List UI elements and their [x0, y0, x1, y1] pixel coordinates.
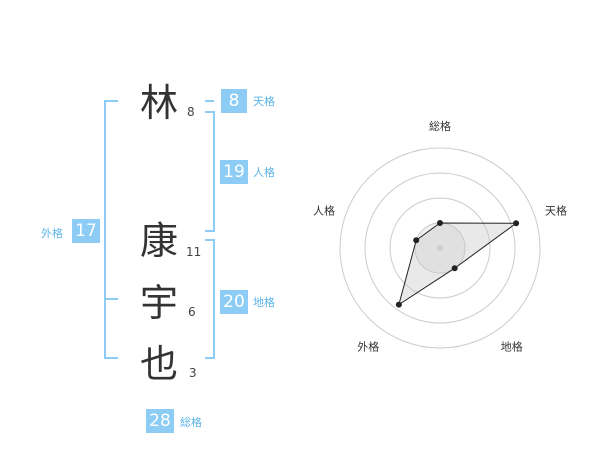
tenkaku-value: 8 — [221, 89, 247, 113]
radar-point-1 — [437, 220, 443, 226]
gaikaku-value: 17 — [72, 219, 100, 243]
radar-axis-label-2: 天格 — [545, 203, 567, 217]
name-char-3-strokes: 6 — [188, 305, 196, 319]
radar-ring-3 — [364, 172, 516, 324]
name-char-3: 宇 — [140, 281, 179, 325]
radar-point-4 — [395, 301, 402, 308]
tenkaku-label: 天格 — [253, 95, 275, 108]
chikaku-bracket — [205, 239, 215, 359]
name-char-2: 康 — [140, 219, 179, 263]
radar-point-2 — [513, 220, 520, 227]
gaikaku-bracket — [104, 100, 118, 359]
radar-axis-label-3: 地格 — [501, 340, 523, 354]
radar-ring-2 — [389, 197, 491, 299]
jinkaku-label: 人格 — [253, 166, 275, 179]
jinkaku-value: 19 — [220, 160, 248, 184]
radar-center-dot — [437, 245, 443, 251]
jinkaku-bracket — [205, 111, 215, 232]
radar-axis-label-5: 人格 — [313, 203, 335, 217]
name-char-2-strokes: 11 — [186, 245, 202, 259]
radar-axis-label-1: 総格 — [429, 119, 451, 133]
name-char-1: 林 — [140, 81, 179, 125]
radar-axis-label-4: 外格 — [357, 340, 379, 354]
radar-point-5 — [413, 237, 420, 244]
radar-point-3 — [451, 265, 458, 272]
name-char-4-strokes: 3 — [189, 366, 197, 380]
name-char-4: 也 — [140, 342, 179, 386]
soukaku-label: 総格 — [180, 416, 202, 429]
chikaku-value: 20 — [220, 290, 248, 314]
name-char-1-strokes: 8 — [187, 105, 195, 119]
gaikaku-label: 外格 — [41, 227, 63, 240]
chikaku-label: 地格 — [253, 296, 275, 309]
soukaku-value: 28 — [146, 409, 174, 433]
radar-ring-4 — [339, 147, 541, 349]
radar-series-polygon — [398, 222, 518, 306]
